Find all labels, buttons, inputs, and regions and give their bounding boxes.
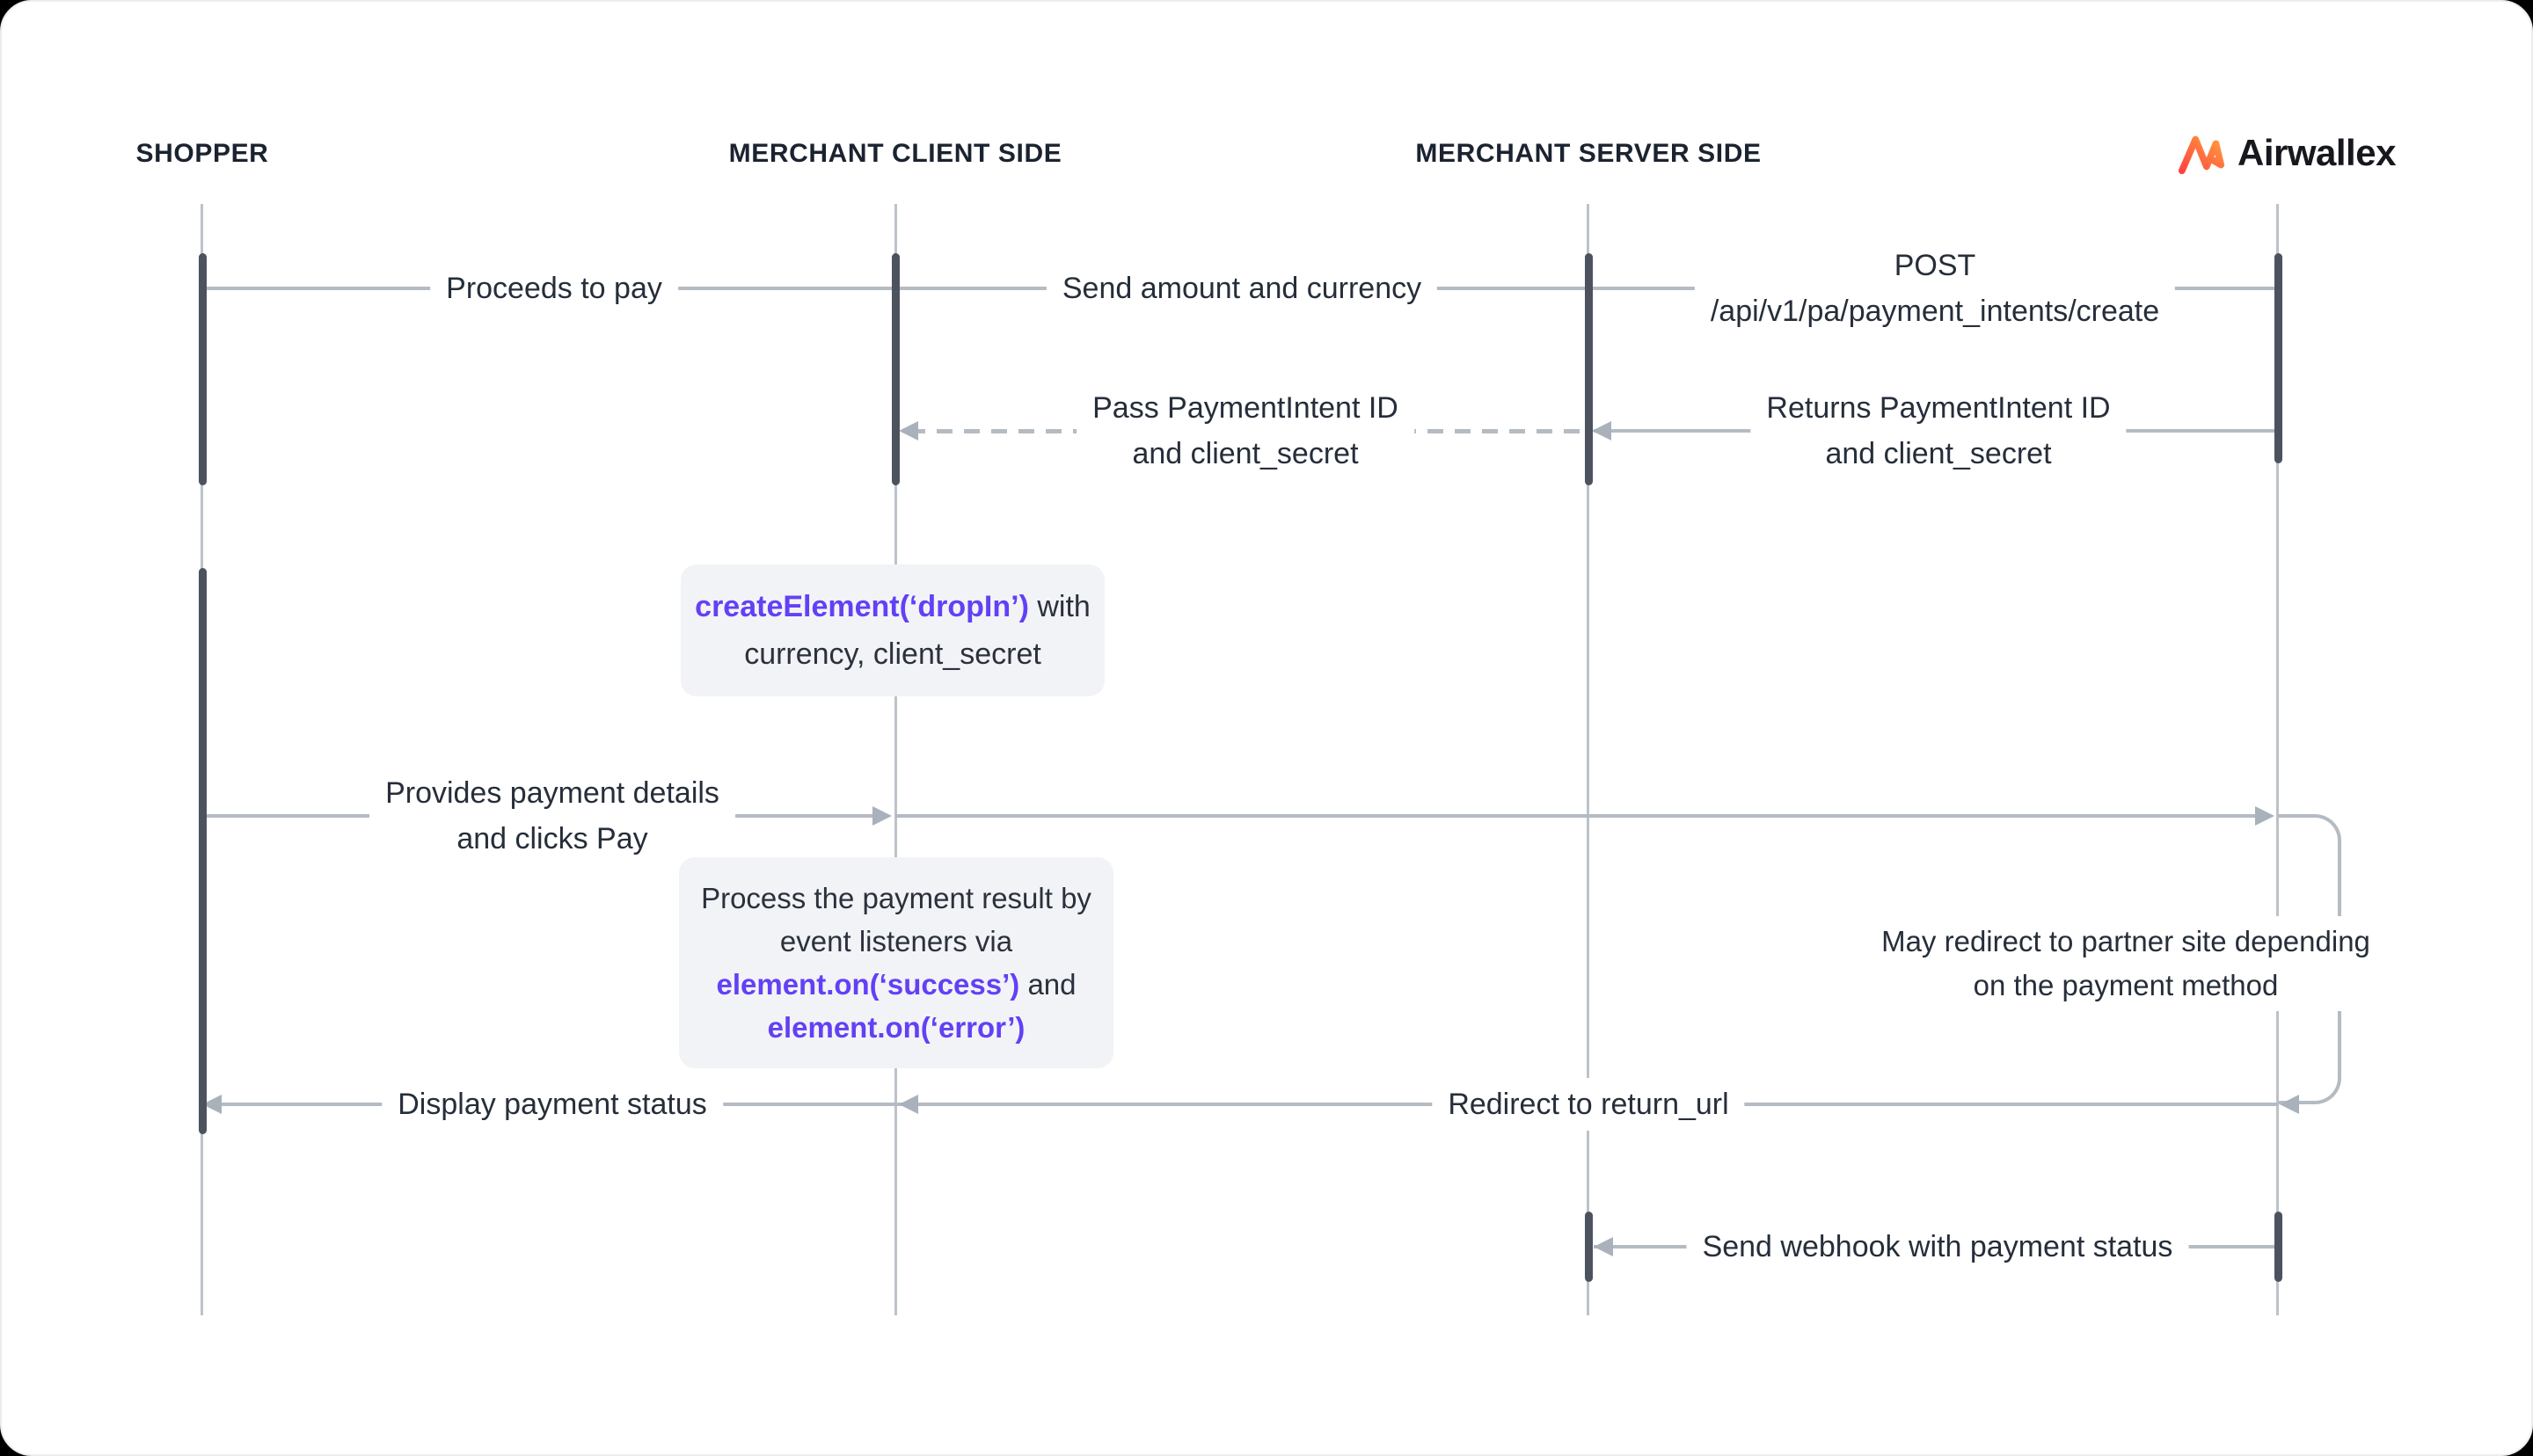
msg-pass-paymentintent: Pass PaymentIntent ID and client_secret — [1077, 382, 1414, 480]
note-create-element-line1: createElement(‘dropIn’) with — [681, 583, 1105, 630]
lane-header-merchant-client: MERCHANT CLIENT SIDE — [728, 139, 1062, 168]
arrowhead-right-icon — [2255, 806, 2274, 826]
note-process-line3: element.on(‘success’) and — [679, 963, 1113, 1006]
lifeline-merchant-server — [1587, 204, 1589, 1315]
activation-bar-client-1 — [892, 253, 900, 485]
arrowhead-left-icon — [2280, 1095, 2299, 1114]
code-create-element: createElement(‘dropIn’) — [695, 590, 1029, 623]
activation-bar-server-1 — [1585, 253, 1593, 485]
airwallex-logo: Airwallex — [2178, 132, 2396, 174]
msg-pass-line1: Pass PaymentIntent ID — [1092, 391, 1398, 425]
activation-bar-shopper-2 — [199, 568, 207, 1134]
note-process-line4: element.on(‘error’) — [679, 1006, 1113, 1049]
code-element-on-error: element.on(‘error’) — [767, 1011, 1026, 1044]
msg-post-line1: POST — [1894, 249, 1976, 282]
msg-provides-payment-details: Provides payment details and clicks Pay — [369, 767, 735, 865]
airwallex-logo-text: Airwallex — [2237, 132, 2396, 173]
msg-returns-line2: and client_secret — [1825, 437, 2052, 470]
code-element-on-success: element.on(‘success’) — [716, 968, 1020, 1001]
note-may-redirect: May redirect to partner site depending o… — [1865, 916, 2386, 1011]
msg-provides-line2: and clicks Pay — [456, 822, 648, 855]
msg-proceeds-to-pay: Proceeds to pay — [430, 262, 678, 315]
note-process-line2: event listeners via — [779, 925, 1013, 957]
arrowhead-right-icon — [872, 806, 892, 826]
msg-redirect-return-url: Redirect to return_url — [1432, 1078, 1745, 1131]
activation-bar-airwallex-1 — [2274, 253, 2282, 463]
msg-send-webhook: Send webhook with payment status — [1686, 1220, 2189, 1273]
note-process-and: and — [1019, 968, 1077, 1001]
note-create-element-line2: currency, client_secret — [744, 637, 1041, 671]
msg-post-payment-intents: POST /api/v1/pa/payment_intents/create — [1694, 239, 2176, 338]
lifeline-airwallex — [2276, 204, 2279, 1315]
msg-display-payment-status: Display payment status — [382, 1078, 723, 1131]
msg-provides-line1: Provides payment details — [385, 776, 719, 810]
note-create-element: createElement(‘dropIn’) with currency, c… — [681, 564, 1105, 696]
arrowhead-left-icon — [1592, 421, 1611, 440]
message-line-to-airwallex — [895, 814, 2257, 818]
arrowhead-left-icon — [1594, 1237, 1613, 1256]
msg-send-amount-currency: Send amount and currency — [1046, 262, 1438, 315]
message-line-redirect-return — [202, 1103, 2278, 1106]
activation-bar-airwallex-2 — [2274, 1212, 2282, 1282]
arrowhead-left-icon — [202, 1095, 222, 1114]
note-process-line1: Process the payment result by — [701, 882, 1091, 914]
arrowhead-left-icon — [899, 1095, 918, 1114]
msg-returns-paymentintent: Returns PaymentIntent ID and client_secr… — [1750, 382, 2127, 480]
lifeline-merchant-client — [894, 204, 897, 1315]
note-process-result: Process the payment result by event list… — [679, 857, 1113, 1068]
note-may-redirect-line2: on the payment method — [1973, 969, 2279, 1001]
activation-bar-server-2 — [1585, 1212, 1593, 1282]
note-create-element-rest: with — [1028, 590, 1091, 623]
note-may-redirect-line1: May redirect to partner site depending — [1881, 925, 2370, 957]
lane-header-merchant-server: MERCHANT SERVER SIDE — [1415, 139, 1762, 168]
activation-bar-shopper-1 — [199, 253, 207, 485]
msg-post-line2: /api/v1/pa/payment_intents/create — [1710, 295, 2160, 328]
airwallex-logo-mark-icon — [2178, 135, 2225, 174]
lane-header-shopper: SHOPPER — [135, 139, 269, 168]
arrowhead-left-icon — [899, 421, 918, 440]
msg-returns-line1: Returns PaymentIntent ID — [1766, 391, 2111, 425]
msg-pass-line2: and client_secret — [1132, 437, 1359, 470]
